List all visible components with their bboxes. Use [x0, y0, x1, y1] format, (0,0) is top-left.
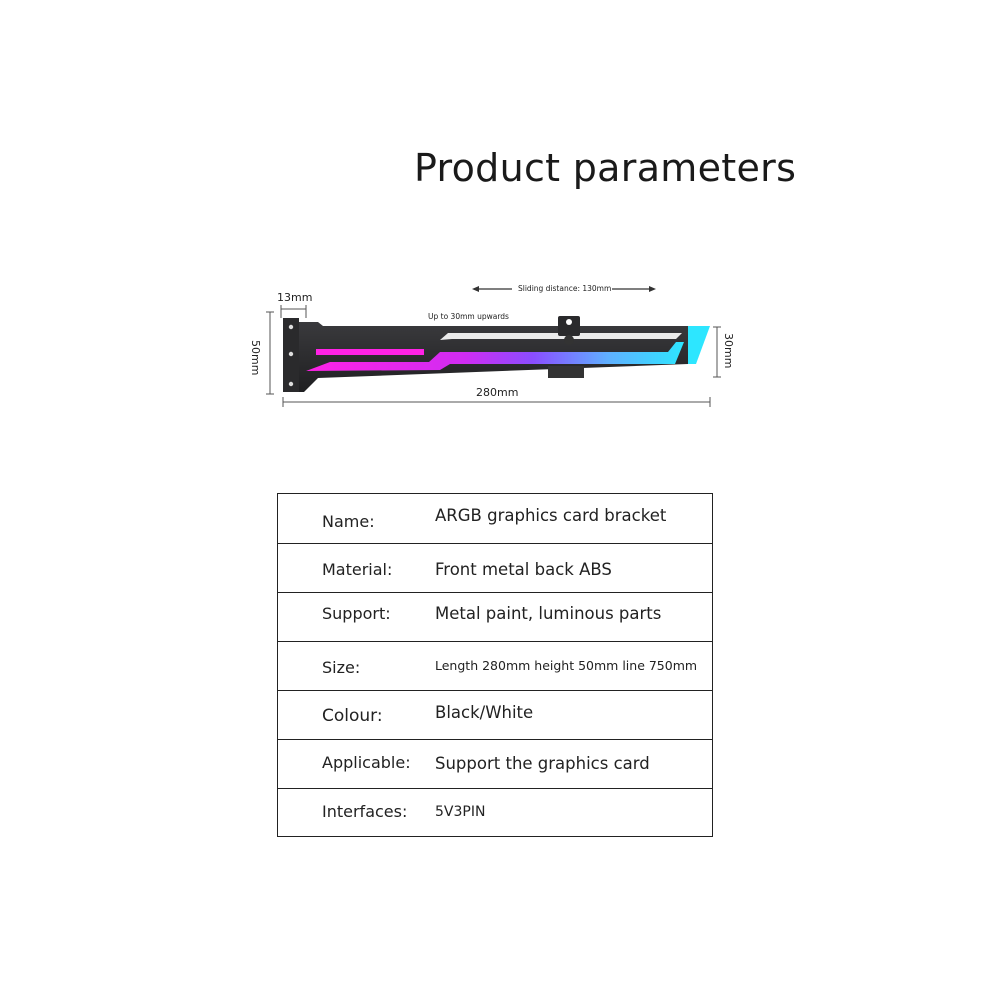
- dim-13mm-label: 13mm: [277, 291, 312, 304]
- spec-label: Size:: [322, 658, 361, 677]
- spec-value: Support the graphics card: [435, 754, 650, 773]
- spec-table: Name: ARGB graphics card bracket Materia…: [277, 493, 713, 837]
- spec-value: Length 280mm height 50mm line 750mm: [435, 658, 698, 673]
- spec-value: Black/White: [435, 703, 534, 722]
- spec-row-interfaces: Interfaces: 5V3PIN: [278, 788, 712, 836]
- spec-label: Support:: [322, 604, 391, 623]
- dim-50mm-label: 50mm: [249, 340, 262, 375]
- spec-label: Colour:: [322, 706, 383, 726]
- spec-label: Material:: [322, 560, 393, 579]
- dim-upward-label: Up to 30mm upwards: [428, 312, 509, 321]
- spec-row-size: Size: Length 280mm height 50mm line 750m…: [278, 641, 712, 690]
- spec-label: Applicable:: [322, 753, 411, 772]
- spec-row-name: Name: ARGB graphics card bracket: [278, 494, 712, 543]
- spec-value: Front metal back ABS: [435, 560, 612, 579]
- spec-label: Name:: [322, 512, 375, 531]
- spec-label: Interfaces:: [322, 802, 408, 821]
- dim-sliding-label: Sliding distance: 130mm: [518, 284, 611, 293]
- dim-280mm: 280mm: [282, 386, 711, 407]
- dim-30mm-label: 30mm: [722, 333, 735, 368]
- spec-value: 5V3PIN: [435, 804, 486, 820]
- dim-280mm-label: 280mm: [476, 386, 518, 399]
- slider-clip: [548, 316, 584, 378]
- dim-50mm: 50mm: [249, 311, 274, 395]
- page-title: Product parameters: [414, 146, 797, 190]
- dim-13mm: 13mm: [277, 291, 312, 318]
- spec-row-material: Material: Front metal back ABS: [278, 543, 712, 592]
- dim-30mm: 30mm: [713, 326, 735, 378]
- rgb-light-strip: [306, 326, 710, 371]
- spec-value: Metal paint, luminous parts: [435, 604, 662, 623]
- spec-row-support: Support: Metal paint, luminous parts: [278, 592, 712, 641]
- spec-value: ARGB graphics card bracket: [435, 506, 667, 525]
- spec-row-applicable: Applicable: Support the graphics card: [278, 739, 712, 788]
- mounting-plate: [283, 318, 299, 392]
- dim-sliding: Sliding distance: 130mm: [472, 284, 656, 293]
- spec-row-colour: Colour: Black/White: [278, 690, 712, 739]
